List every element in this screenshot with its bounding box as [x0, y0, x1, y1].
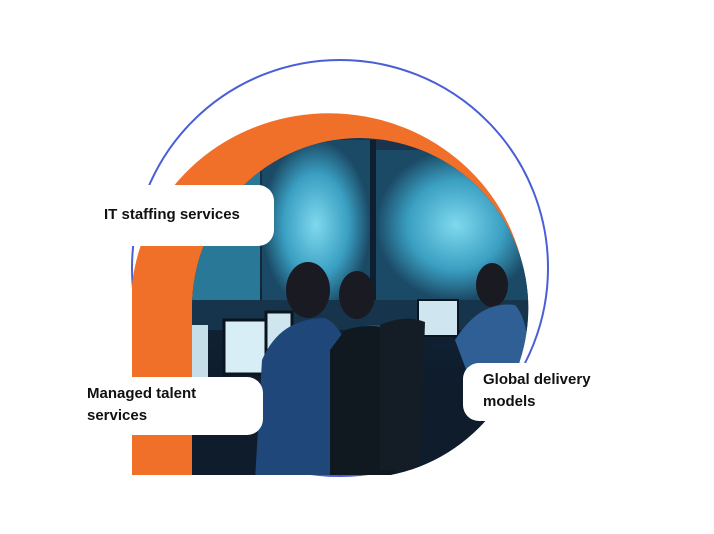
blue-ring	[131, 59, 549, 477]
managed-talent-label-line2: services	[87, 407, 148, 424]
managed-talent-services-card: Managed talent services	[78, 377, 263, 435]
global-delivery-models-card: Global delivery models	[463, 363, 653, 421]
global-delivery-label-line2: models	[483, 393, 536, 410]
global-delivery-label-line1: Global delivery	[483, 371, 591, 388]
it-staffing-services-label: IT staffing services	[104, 206, 240, 223]
managed-talent-label-line1: Managed talent	[87, 385, 197, 402]
it-staffing-services-card: IT staffing services	[84, 185, 274, 246]
